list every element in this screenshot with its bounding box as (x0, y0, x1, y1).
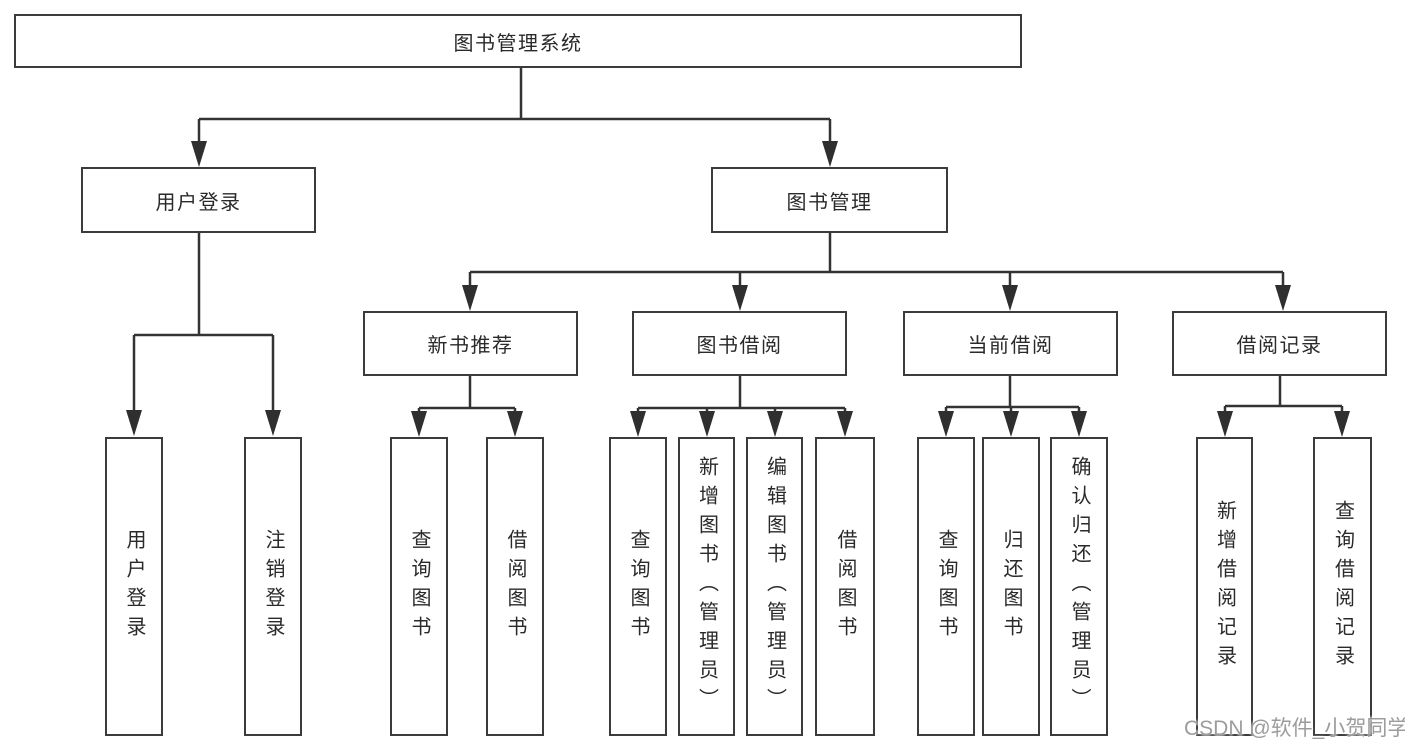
arrowhead (507, 411, 523, 437)
node-label: 用户登录 (155, 191, 242, 214)
node-label: 图书管理系统 (453, 32, 583, 55)
arrowhead (732, 285, 748, 311)
csdn-watermark: CSDN @软件_小贺同学 (1184, 717, 1405, 740)
node-label: 查询图书 (935, 528, 957, 645)
leaf-user-login: 用户登录 (105, 437, 163, 736)
arrowhead (837, 411, 853, 437)
node-new-book-recommend: 新书推荐 (363, 311, 578, 376)
leaf-borrow-books-recommend: 借阅图书 (486, 437, 544, 736)
node-label: 借阅图书 (504, 528, 526, 645)
node-user-login: 用户登录 (81, 167, 316, 233)
leaf-query-borrow-record: 查询借阅记录 (1313, 437, 1372, 736)
leaf-confirm-return-admin: 确认归还（管理员） (1050, 437, 1108, 736)
leaf-add-borrow-record: 新增借阅记录 (1196, 437, 1253, 736)
node-label: 查询图书 (408, 528, 430, 645)
node-label: 借阅图书 (834, 528, 856, 645)
arrowhead (462, 285, 478, 311)
arrowhead (265, 410, 281, 436)
arrowhead (822, 141, 838, 167)
node-label: 当前借阅 (967, 335, 1054, 357)
leaf-query-books-current: 查询图书 (917, 437, 975, 736)
node-label: 确认归还（管理员） (1068, 456, 1090, 717)
arrowhead (126, 410, 142, 436)
node-label: 查询借阅记录 (1331, 499, 1354, 674)
leaf-return-book: 归还图书 (982, 437, 1040, 736)
node-label: 新增图书（管理员） (695, 456, 718, 717)
arrowhead (1275, 285, 1291, 311)
arrowhead (699, 411, 715, 437)
connector-user-login-to-leaves (132, 233, 275, 411)
arrowhead (767, 411, 783, 437)
arrowhead (191, 141, 207, 167)
node-label: 借阅记录 (1236, 335, 1323, 357)
arrowhead (1002, 285, 1018, 311)
connector-book-mgmt-to-level3 (468, 233, 1285, 286)
node-borrow-records: 借阅记录 (1172, 311, 1387, 376)
leaf-query-books-borrowing: 查询图书 (609, 437, 667, 736)
arrowhead (1071, 411, 1087, 437)
node-label: 新书推荐 (427, 335, 514, 357)
node-label: 注销登录 (262, 528, 284, 645)
node-library-system: 图书管理系统 (14, 14, 1022, 68)
connector-current-borrowing-to-leaves (944, 376, 1081, 412)
node-book-borrowing: 图书借阅 (632, 311, 847, 376)
arrowhead (1217, 411, 1233, 437)
connector-borrow-records-to-leaves (1223, 376, 1344, 412)
leaf-borrow-books-borrowing: 借阅图书 (815, 437, 875, 736)
arrowhead (630, 411, 646, 437)
node-label: 编辑图书（管理员） (763, 456, 786, 717)
connector-new-book-recommend-to-leaves (417, 376, 517, 412)
leaf-add-book-admin: 新增图书（管理员） (678, 437, 735, 736)
connector-book-borrowing-to-leaves (636, 376, 847, 412)
node-label: 用户登录 (123, 528, 145, 645)
arrowhead (1003, 411, 1019, 437)
node-label: 图书管理 (786, 191, 873, 214)
node-label: 新增借阅记录 (1213, 499, 1236, 674)
arrowhead (1334, 411, 1350, 437)
arrowhead (938, 411, 954, 437)
node-label: 归还图书 (1000, 528, 1022, 645)
connector-root-to-level2 (197, 68, 832, 142)
node-label: 查询图书 (627, 528, 649, 645)
leaf-edit-book-admin: 编辑图书（管理员） (746, 437, 803, 736)
arrowhead (411, 411, 427, 437)
leaf-logout: 注销登录 (244, 437, 302, 736)
node-label: 图书借阅 (696, 335, 783, 357)
node-current-borrowing: 当前借阅 (903, 311, 1118, 376)
leaf-query-books-recommend: 查询图书 (390, 437, 448, 736)
node-book-management: 图书管理 (711, 167, 948, 233)
